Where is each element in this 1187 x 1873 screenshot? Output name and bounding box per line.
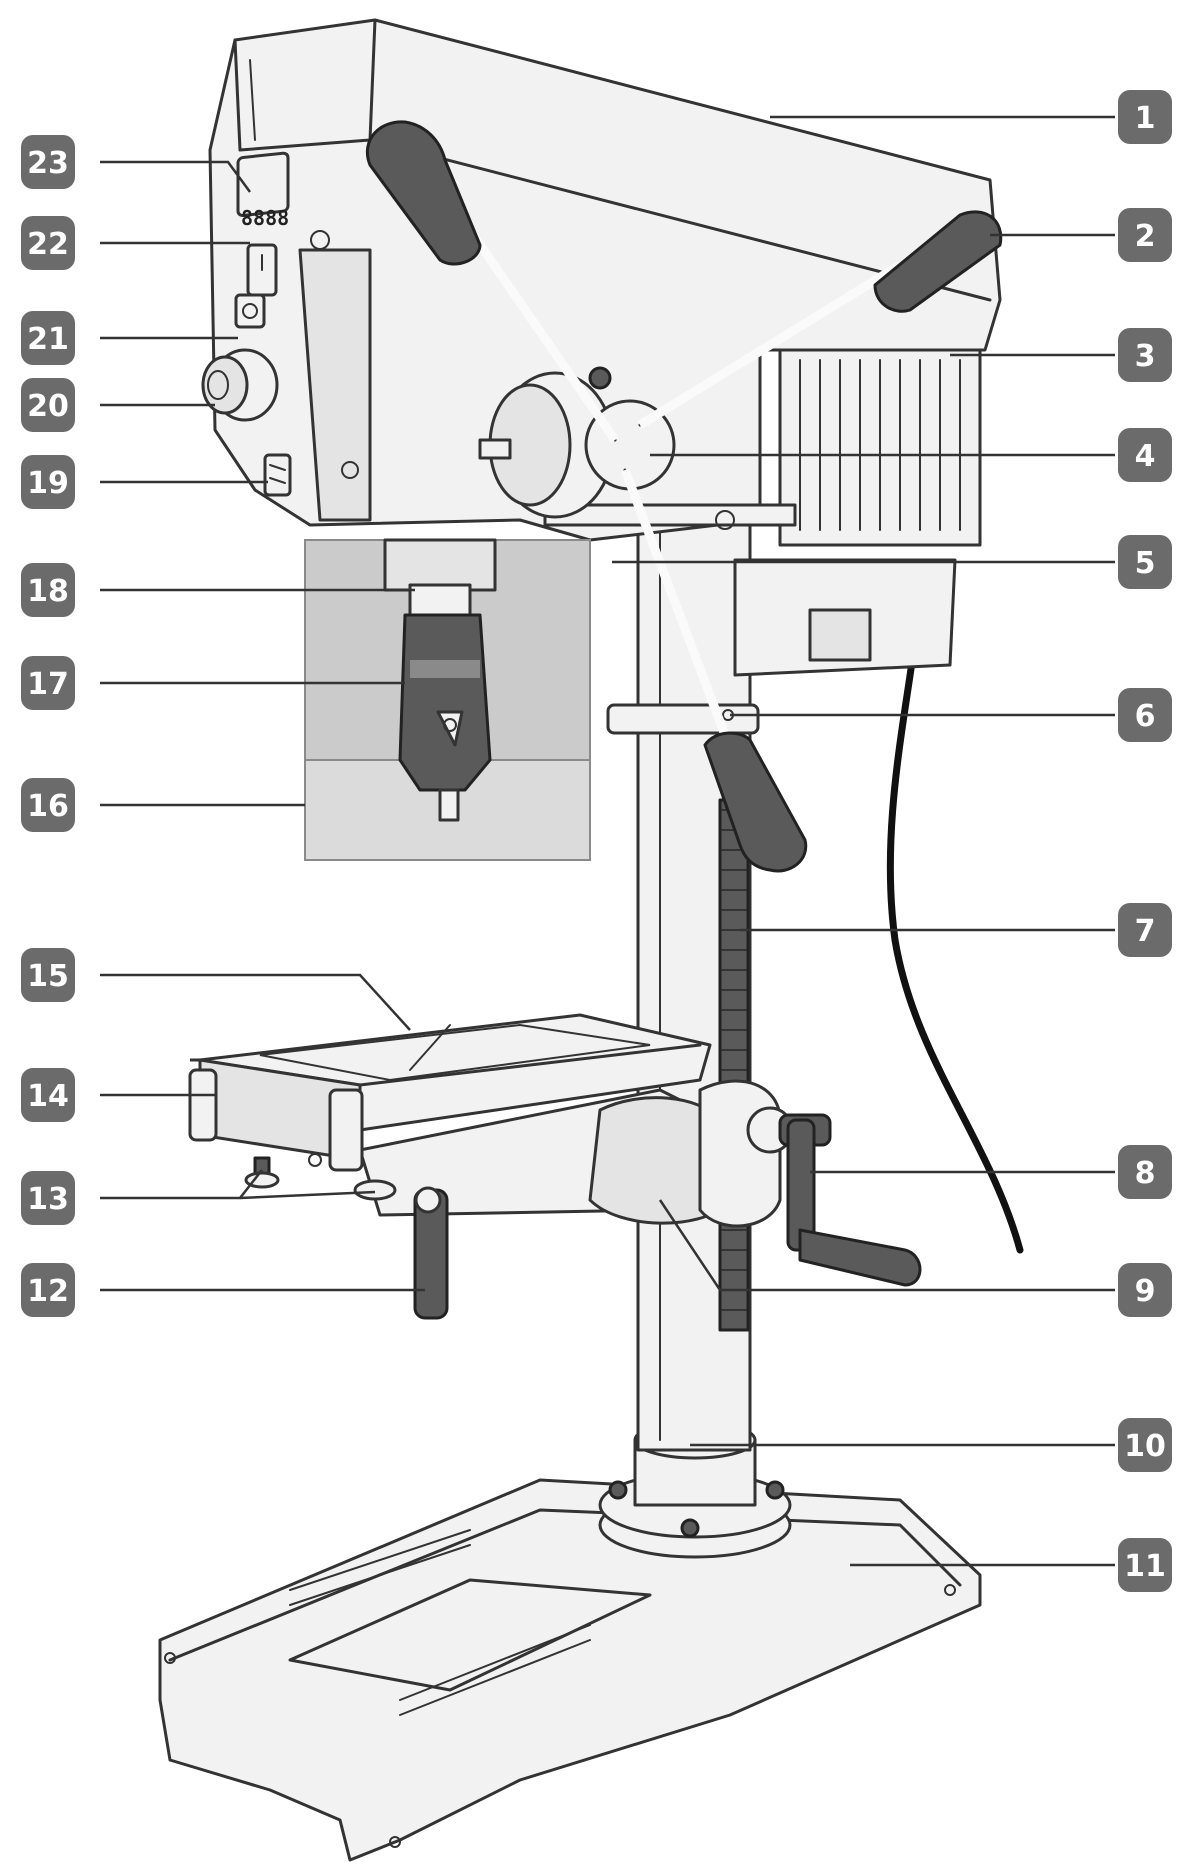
callout-11: 11 [1118,1538,1172,1592]
callout-number: 21 [27,322,69,357]
callout-16: 16 [21,778,75,832]
callout-number: 7 [1135,914,1156,949]
rack-collar [606,703,760,735]
callout-number: 23 [27,146,69,181]
callout-badge-bg [1118,1145,1172,1199]
callout-badge-bg [21,455,75,509]
callout-5: 5 [1118,535,1172,589]
callout-13: 13 [21,1171,75,1225]
callout-number: 6 [1135,699,1156,734]
callout-badge-bg [21,563,75,617]
table-bracket [358,1079,794,1228]
callout-10: 10 [1118,1418,1172,1472]
callout-number: 10 [1124,1429,1166,1464]
callout-badge-bg [1118,1418,1172,1472]
callout-badge-bg [21,135,75,189]
callout-badge-bg [1118,90,1172,144]
display-readout: 8888 [241,206,289,230]
speed-display: 8888 [236,151,290,230]
callout-badge-bg [21,1171,75,1225]
callout-badge-bg [21,378,75,432]
callout-badge-bg [21,1263,75,1317]
callout-badge-bg [21,216,75,270]
callout-9: 9 [1118,1263,1172,1317]
callout-badge-bg [1118,1263,1172,1317]
callout-number: 12 [27,1274,69,1309]
depth-stop [263,453,292,497]
callout-badge-bg [1118,1538,1172,1592]
callout-number: 4 [1135,439,1156,474]
callout-badge-bg [21,778,75,832]
motor-housing [733,343,982,677]
callout-number: 8 [1135,1156,1156,1191]
drill-chuck [398,613,492,822]
callout-1: 1 [1118,90,1172,144]
callout-badge-bg [21,311,75,365]
callout-badge-bg [1118,428,1172,482]
callout-number: 11 [1124,1549,1166,1584]
callout-2: 2 [1118,208,1172,262]
table-lock-lever [413,1186,449,1320]
callout-7: 7 [1118,903,1172,957]
callout-number: 15 [27,959,69,994]
callout-badge-bg [21,1068,75,1122]
callout-number: 19 [27,466,69,501]
callout-4: 4 [1118,428,1172,482]
callout-badge-bg [1118,328,1172,382]
callout-8: 8 [1118,1145,1172,1199]
work-table [188,1013,712,1172]
on-off-switch [234,243,278,329]
callout-badge-bg [1118,208,1172,262]
callout-number: 13 [27,1182,69,1217]
callout-badge-bg [21,656,75,710]
leader-lines [100,115,1115,1567]
callout-number: 9 [1135,1274,1156,1309]
rack [718,798,750,1332]
callout-number: 3 [1135,339,1156,374]
emergency-stop-knob [201,348,279,422]
callout-number: 22 [27,227,69,262]
callout-number: 2 [1135,219,1156,254]
callout-number: 18 [27,574,69,609]
callout-number: 14 [27,1079,69,1114]
callout-12: 12 [21,1263,75,1317]
callout-23: 23 [21,135,75,189]
callout-20: 20 [21,378,75,432]
callout-badge-bg [1118,688,1172,742]
table-crank [778,1113,922,1287]
callout-22: 22 [21,216,75,270]
callout-19: 19 [21,455,75,509]
callout-number: 1 [1135,101,1156,136]
callout-15: 15 [21,948,75,1002]
power-cord [886,636,1024,1254]
callout-18: 18 [21,563,75,617]
callout-21: 21 [21,311,75,365]
callout-number: 16 [27,789,69,824]
callout-badge-bg [21,948,75,1002]
callout-number: 20 [27,389,69,424]
callout-number: 5 [1135,546,1156,581]
callout-6: 6 [1118,688,1172,742]
spindle [383,538,497,617]
callout-14: 14 [21,1068,75,1122]
callout-badge-bg [1118,535,1172,589]
feed-handles [366,120,1003,873]
callout-badge-bg [1118,903,1172,957]
callout-17: 17 [21,656,75,710]
base-plate [158,1478,982,1862]
callout-3: 3 [1118,328,1172,382]
callout-number: 17 [27,667,69,702]
